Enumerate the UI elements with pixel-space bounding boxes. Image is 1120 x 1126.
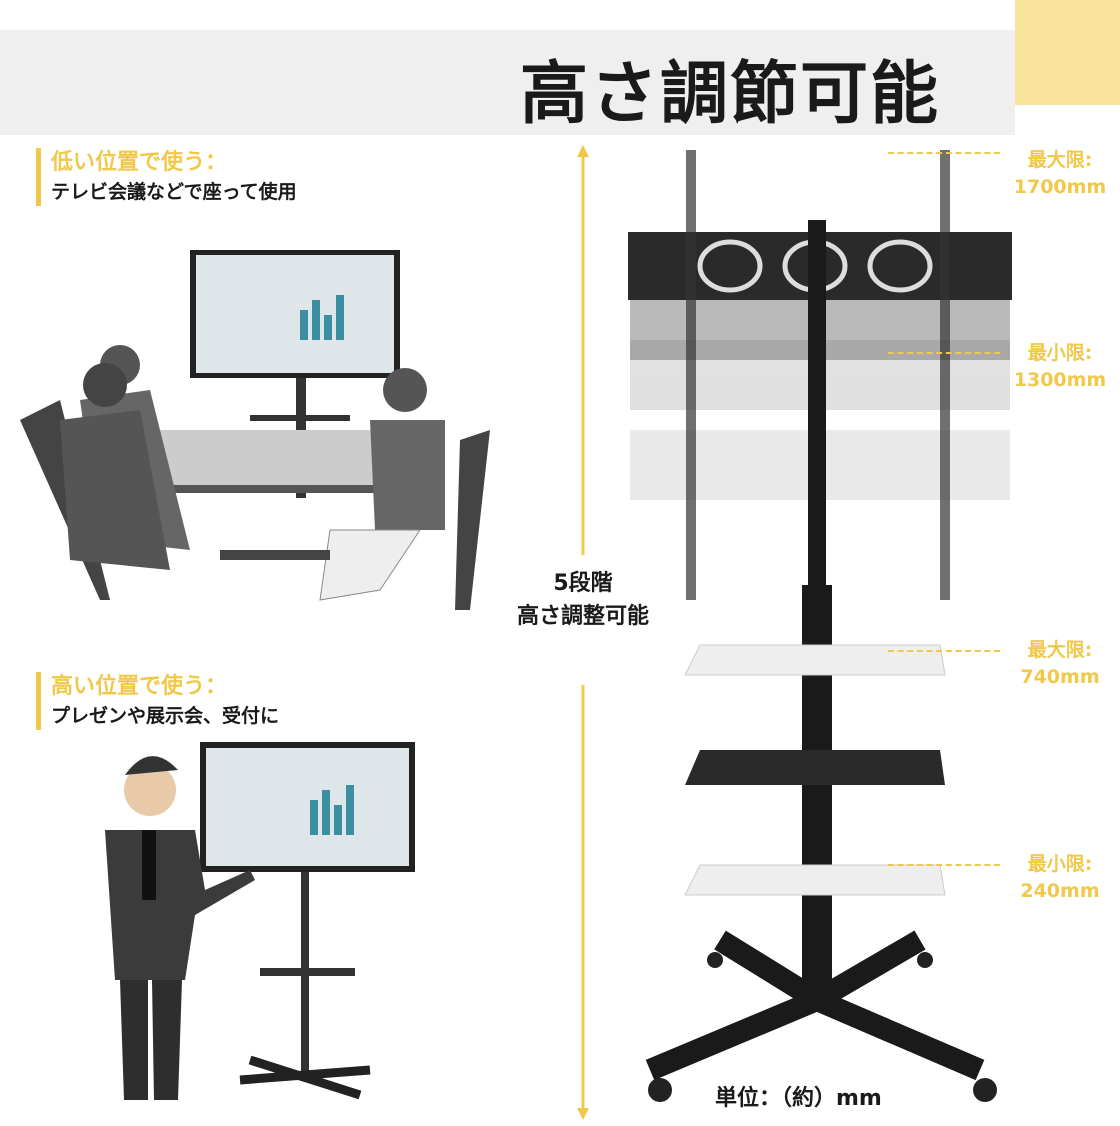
levels-text: 5段階 <box>553 571 613 596</box>
tv-stand-illustration <box>628 150 1012 1102</box>
shelf-max-label: 最大限: 740mm <box>1005 637 1115 691</box>
tv-min-label: 最小限: 1300mm <box>1005 340 1115 394</box>
high-heading: 高い位置で使う： <box>51 674 228 699</box>
meeting-illustration <box>20 250 490 610</box>
corner-accent <box>1015 0 1120 105</box>
tv-min-caption: 最小限: <box>1027 342 1093 364</box>
adjustable-text: 高さ調整可能 <box>516 604 649 629</box>
tv-max-caption: 最大限: <box>1027 149 1093 171</box>
tv-min-value: 1300mm <box>1013 369 1107 391</box>
shelf-min-value: 240mm <box>1020 880 1100 902</box>
tv-max-line <box>888 152 1000 154</box>
high-subtitle: プレゼンや展示会、受付に <box>51 705 280 727</box>
shelf-min-caption: 最小限: <box>1027 853 1093 875</box>
low-position-section: 低い位置で使う： テレビ会議などで座って使用 <box>36 148 297 206</box>
shelf-max-line <box>888 650 1000 652</box>
high-position-section: 高い位置で使う： プレゼンや展示会、受付に <box>36 672 279 730</box>
low-heading: 低い位置で使う： <box>51 150 228 175</box>
tv-max-value: 1700mm <box>1013 176 1107 198</box>
shelf-min-label: 最小限: 240mm <box>1005 851 1115 905</box>
shelf-max-value: 740mm <box>1020 666 1100 688</box>
tv-max-label: 最大限: 1700mm <box>1005 147 1115 201</box>
presenter-illustration <box>105 742 415 1100</box>
page-title: 高さ調節可能 <box>520 55 941 134</box>
low-subtitle: テレビ会議などで座って使用 <box>51 181 297 203</box>
unit-note: 単位：（約）mm <box>715 1086 882 1111</box>
title-band <box>0 30 1015 135</box>
shelf-min-line <box>888 864 1000 866</box>
tv-min-line <box>888 352 1000 354</box>
shelf-max-caption: 最大限: <box>1027 639 1093 661</box>
height-arrow <box>577 145 589 1120</box>
